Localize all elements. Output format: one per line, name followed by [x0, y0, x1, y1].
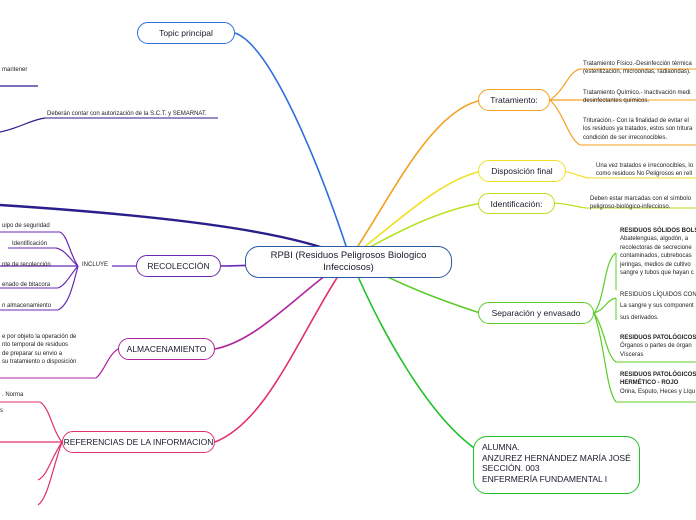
separacion-item-4: RESIDUOS PATOLÓGICOS HERMÉTICO - ROJO Or… [620, 372, 696, 395]
recoleccion-node[interactable]: RECOLECCIÓN [136, 255, 221, 277]
separacion-item-3: RESIDUOS PATOLÓGICOS Órganos o partes de… [620, 335, 696, 358]
topic-principal-label: Topic principal [159, 28, 213, 38]
almacenamiento-label: ALMACENAMIENTO [126, 344, 207, 354]
topic-principal-node[interactable]: Topic principal [137, 22, 235, 44]
recoleccion-item-4: enado de bitacora [2, 282, 51, 288]
separacion-item-1: RESIDUOS SÓLIDOS BOLSA Abatelenguas, alg… [620, 228, 696, 277]
alumna-line-2: ANZUREZ HERNÁNDEZ MARÍA JOSÉ [482, 452, 631, 463]
identificacion-node[interactable]: Identificación: [478, 193, 555, 214]
tratamiento-item-3: Trituración.- Con la finalidad de evitar… [583, 118, 693, 141]
link-alumna [349, 257, 481, 453]
separacion-item-2: RESIDUOS LÍQUIDOS CONT La sangre y sus c… [620, 292, 696, 321]
alumna-line-1: ALUMNA. [482, 442, 520, 452]
recoleccion-item-3: nte de recolección [2, 262, 51, 268]
identificacion-label: Identificación: [490, 198, 543, 209]
central-title: RPBI (Residuos Peligrosos Biologico Infe… [270, 250, 427, 273]
autorizacion-text: Deberán contar con autorización de la S.… [47, 111, 207, 117]
tratamiento-label: Tratamiento: [490, 95, 538, 105]
mantener-text: mantener [2, 67, 28, 73]
alumna-line-4: ENFERMERÍA FUNDAMENTAL I [482, 473, 608, 484]
tratamiento-item-1: Tratamiento Físico.-Desinfección térmica… [583, 61, 692, 76]
separacion-label: Separación y envasado [491, 308, 581, 318]
referencias-text-2: s [0, 408, 3, 414]
recoleccion-item-1: uipo de seguridad [2, 223, 50, 229]
almacenamiento-node[interactable]: ALMACENAMIENTO [118, 338, 215, 360]
separacion-node[interactable]: Separación y envasado [478, 302, 594, 324]
incluye-connector: INCLUYE [82, 262, 109, 268]
alumna-line-3: SECCIÓN. 003 [482, 463, 540, 473]
disposicion-label: Disposición final [491, 166, 553, 176]
central-topic[interactable]: RPBI (Residuos Peligrosos Biologico Infe… [245, 246, 452, 278]
tratamiento-node[interactable]: Tratamiento: [478, 89, 550, 111]
alumna-node[interactable]: ALUMNA. ANZUREZ HERNÁNDEZ MARÍA JOSÉ SEC… [473, 436, 640, 494]
referencias-text-1: . Norma [2, 392, 24, 398]
disposicion-node[interactable]: Disposición final [478, 160, 566, 182]
link-topic [234, 32, 351, 259]
referencias-label: REFERENCIAS DE LA INFORMACION [63, 437, 214, 447]
recoleccion-item-2: Identificación [12, 241, 48, 247]
recoleccion-label: RECOLECCIÓN [147, 261, 210, 271]
link-tratamiento [349, 99, 483, 259]
link-referencias [214, 257, 351, 443]
referencias-node[interactable]: REFERENCIAS DE LA INFORMACION [62, 431, 215, 453]
link-disposicion [349, 170, 483, 259]
recoleccion-item-5: n almacenamiento [2, 303, 52, 309]
almacenamiento-text: e por objeto la operación de nto tempora… [2, 334, 77, 366]
